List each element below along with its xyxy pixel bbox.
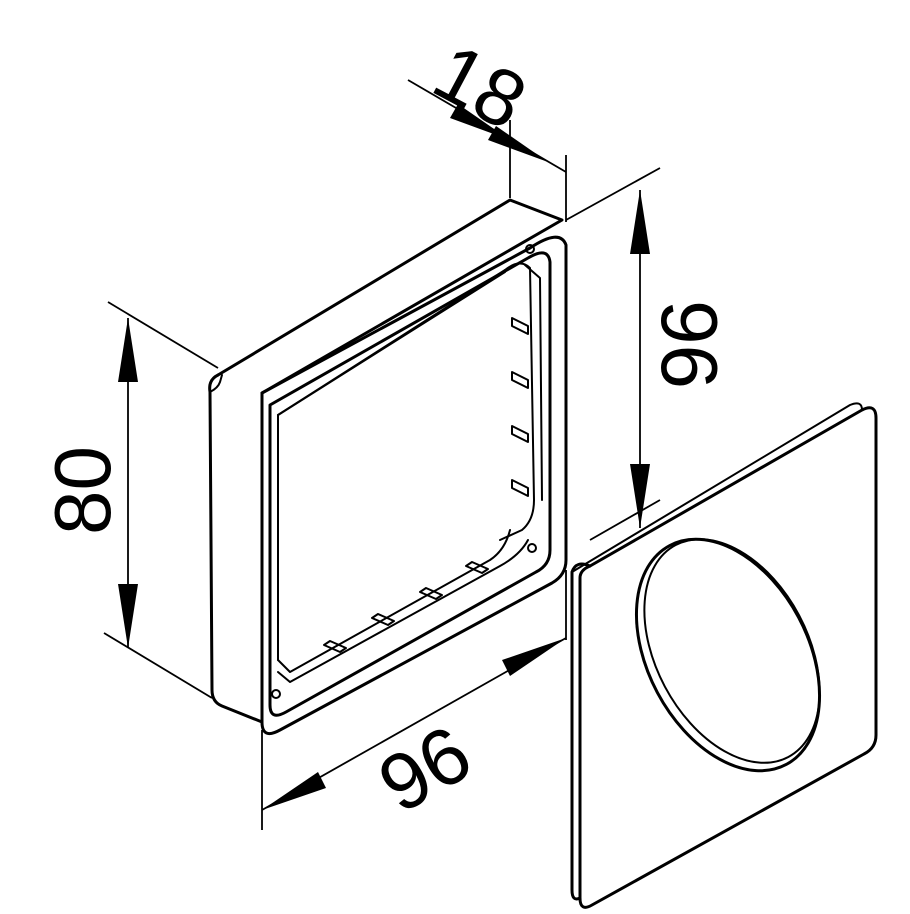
frame-hole-bottom bbox=[271, 689, 281, 699]
frame-box bbox=[208, 198, 568, 736]
dimension-height-label: 80 bbox=[38, 446, 127, 535]
frame-inner-rim bbox=[268, 251, 552, 717]
frame-left-notch bbox=[209, 374, 223, 393]
frame-ribs-right bbox=[511, 317, 529, 497]
frame-ribs-bottom bbox=[323, 561, 489, 653]
cover-plate-edge-top bbox=[571, 402, 863, 573]
cover-plate-round-opening-inner bbox=[643, 538, 821, 764]
dimension-depth: 18 bbox=[407, 26, 567, 222]
dimension-width-label: 96 bbox=[364, 708, 486, 830]
frame-hole-right bbox=[527, 543, 537, 553]
frame-inner-back-top bbox=[277, 269, 506, 416]
frame-hole-top bbox=[525, 244, 535, 254]
dimension-depth-label: 18 bbox=[420, 26, 540, 146]
cover-plate-round-opening bbox=[634, 537, 822, 773]
frame-inner-bottom-wall-edge bbox=[277, 539, 529, 683]
frame-inner-bottom-wall bbox=[277, 529, 511, 673]
dimension-side-height: 96 bbox=[565, 167, 734, 541]
frame-front-outer bbox=[260, 235, 568, 736]
cover-plate bbox=[570, 402, 878, 909]
dimension-side-height-label: 96 bbox=[645, 300, 734, 389]
frame-top-face bbox=[216, 198, 564, 395]
frame-inner-right-wall-edge bbox=[524, 264, 543, 501]
frame-inner-right-wall bbox=[499, 262, 535, 541]
dimension-height: 80 bbox=[38, 301, 219, 699]
cover-plate-front bbox=[578, 406, 878, 909]
frame-left-face bbox=[208, 373, 264, 724]
cover-plate-edge bbox=[570, 562, 592, 901]
